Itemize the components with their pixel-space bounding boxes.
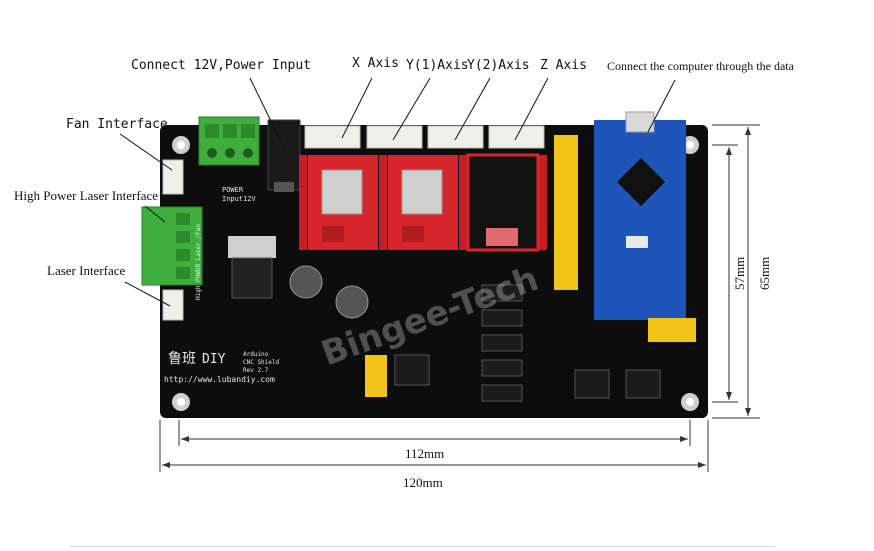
power-terminal-block [198, 116, 260, 166]
yellow-header-small [365, 355, 387, 397]
laser-terminal-block [141, 206, 203, 286]
silk-shield-line2: CNC Shield [243, 359, 280, 366]
callout-leaders [119, 77, 676, 307]
leader-laser [124, 281, 171, 307]
laser-connector [162, 289, 184, 321]
silk-laser-side: High POWER Laser /Fan [195, 224, 202, 300]
callout-laser-interface: Laser Interface [47, 263, 126, 278]
dc-jack [267, 119, 301, 191]
yellow-header-right [648, 318, 696, 342]
capacitor-1 [289, 265, 323, 299]
leader-y1-axis [392, 77, 431, 141]
callout-power-input: Connect 12V,Power Input [131, 58, 312, 73]
silk-diy: DIY [202, 352, 226, 367]
silk-power-line1: POWER [222, 186, 244, 194]
callout-fan-interface: Fan Interface [66, 117, 168, 132]
silk-power-line2: Input12V [222, 195, 257, 203]
callout-y2-axis: Y(2)Axis [467, 58, 530, 73]
leader-fan [119, 133, 173, 171]
leader-y2-axis [454, 77, 491, 141]
fan-connector [162, 159, 184, 195]
callout-y1-axis: Y(1)Axis [406, 58, 469, 73]
arduino-nano [594, 111, 686, 320]
dimension-arrowheads [162, 127, 751, 468]
silk-brand: 鲁班 [168, 351, 196, 367]
callout-high-power-laser: High Power Laser Interface [14, 188, 159, 203]
dimension-lines [159, 124, 760, 472]
leader-x-axis [341, 77, 373, 139]
bottom-divider [70, 546, 774, 547]
leader-high-power-laser [144, 205, 166, 223]
dim-label-inner-width: 112mm [405, 446, 445, 461]
dim-label-outer-width: 120mm [403, 475, 443, 490]
red-pin-headers [299, 155, 547, 250]
yellow-header-column [554, 135, 578, 290]
leader-power [249, 77, 286, 151]
dim-label-outer-height: 65mm [757, 256, 772, 290]
silk-shield-line1: Arduino [243, 351, 269, 358]
dim-label-inner-height: 57mm [732, 256, 747, 290]
callout-z-axis: Z Axis [540, 58, 587, 73]
stepper-driver-y1 [388, 155, 458, 250]
leader-computer [647, 79, 676, 133]
capacitor-2 [335, 285, 369, 319]
stepper-driver-x [308, 155, 378, 250]
leader-z-axis [514, 77, 549, 141]
stepper-driver-slot-z [466, 153, 540, 252]
silk-url: http://www.lubandiy.com [164, 375, 275, 384]
callout-x-axis: X Axis [352, 56, 399, 71]
voltage-regulator [228, 236, 276, 299]
callout-computer: Connect the computer through the data [607, 59, 794, 73]
silk-shield-line3: Rev 2.7 [243, 367, 269, 374]
optocoupler-chips [394, 284, 661, 402]
